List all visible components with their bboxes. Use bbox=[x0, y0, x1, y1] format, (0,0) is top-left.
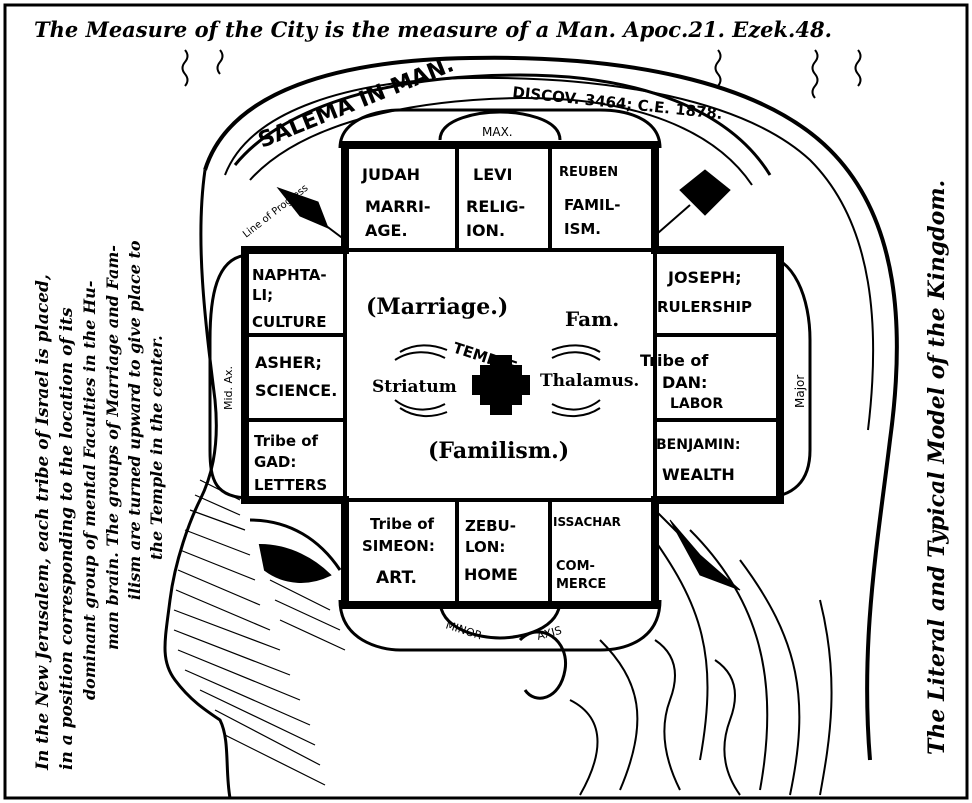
issachar-name: ISSACHAR bbox=[553, 515, 621, 529]
temple-core-icon bbox=[472, 355, 530, 415]
dan-name: DAN: bbox=[662, 373, 707, 392]
asher-faculty: SCIENCE. bbox=[255, 381, 337, 400]
axis-max-label: MAX. bbox=[482, 125, 513, 139]
simeon-prefix: Tribe of bbox=[370, 515, 435, 533]
head-profile bbox=[163, 55, 899, 799]
axis-mid-label: Mid. Ax. bbox=[222, 366, 235, 410]
left-caption-line-5: ilism are turned upward to give place to bbox=[125, 240, 144, 600]
simeon-name: SIMEON: bbox=[362, 537, 435, 555]
tribe-cell-simeon: Tribe of SIMEON: ART. bbox=[362, 515, 435, 588]
left-caption-line-2: in a position corresponding to the locat… bbox=[57, 307, 77, 770]
reuben-faculty-2: ISM. bbox=[564, 220, 601, 238]
arch-citation: DISCOV. 3464; C.E. 1878. bbox=[512, 83, 724, 123]
center-thalamus-label: Thalamus. bbox=[540, 371, 639, 391]
tribe-cell-joseph: JOSEPH; RULERSHIP bbox=[657, 268, 752, 316]
reuben-faculty-1: FAMIL- bbox=[564, 196, 620, 214]
judah-faculty-2: AGE. bbox=[365, 221, 408, 240]
center-marriage-label: (Marriage.) bbox=[366, 294, 508, 320]
center-familism-label: (Familism.) bbox=[428, 438, 569, 464]
dan-faculty: LABOR bbox=[670, 396, 723, 412]
right-caption: The Literal and Typical Model of the Kin… bbox=[924, 180, 950, 755]
naphtali-name-2: LI; bbox=[252, 286, 273, 304]
benjamin-faculty: WEALTH bbox=[662, 465, 735, 484]
left-caption-line-6: the Temple in the center. bbox=[147, 335, 166, 560]
levi-faculty-1: RELIG- bbox=[466, 197, 525, 216]
reuben-name: REUBEN bbox=[559, 165, 618, 180]
zebulon-name-1: ZEBU- bbox=[465, 517, 516, 535]
tribe-cell-benjamin: BENJAMIN: WEALTH bbox=[656, 437, 740, 484]
gad-faculty: LETTERS bbox=[254, 476, 327, 494]
naphtali-name-1: NAPHTA- bbox=[252, 266, 327, 284]
direction-arrows bbox=[276, 169, 741, 591]
levi-faculty-2: ION. bbox=[466, 221, 505, 240]
zebulon-faculty: HOME bbox=[464, 565, 518, 584]
tribe-cell-naphtali: NAPHTA- LI; CULTURE bbox=[252, 266, 327, 331]
left-caption-line-3: dominant group of mental Faculties in th… bbox=[80, 281, 99, 700]
axis-axis-label: AXIS bbox=[535, 624, 563, 643]
tribe-cell-issachar: ISSACHAR COM- MERCE bbox=[553, 515, 621, 592]
tribe-cell-gad: Tribe of GAD: LETTERS bbox=[254, 432, 327, 494]
tribe-cell-dan: Tribe of DAN: LABOR bbox=[640, 351, 723, 412]
zebulon-name-2: LON: bbox=[465, 538, 505, 556]
issachar-faculty-2: MERCE bbox=[556, 577, 606, 592]
center-striatum-label: Striatum bbox=[372, 377, 457, 397]
tribe-cell-zebulon: ZEBU- LON: HOME bbox=[464, 517, 518, 584]
temple-curves bbox=[394, 344, 601, 418]
axis-major-label: Major bbox=[793, 375, 807, 408]
tribe-cell-levi: LEVI RELIG- ION. bbox=[466, 165, 525, 240]
tribe-cell-asher: ASHER; SCIENCE. bbox=[255, 353, 337, 400]
dan-prefix: Tribe of bbox=[640, 351, 709, 370]
tribe-cell-judah: JUDAH MARRI- AGE. bbox=[361, 165, 431, 240]
left-caption-line-1: In the New Jerusalem, each tribe of Isra… bbox=[33, 274, 53, 771]
judah-name: JUDAH bbox=[361, 165, 420, 184]
gad-name: GAD: bbox=[254, 453, 296, 471]
left-caption-line-4: man brain. The groups of Marriage and Fa… bbox=[103, 245, 122, 650]
header-motto: The Measure of the City is the measure o… bbox=[34, 17, 832, 42]
joseph-name: JOSEPH; bbox=[667, 268, 742, 287]
issachar-faculty-1: COM- bbox=[556, 559, 595, 574]
joseph-faculty: RULERSHIP bbox=[657, 298, 752, 316]
left-caption: In the New Jerusalem, each tribe of Isra… bbox=[33, 240, 166, 771]
levi-name: LEVI bbox=[473, 165, 512, 184]
naphtali-faculty: CULTURE bbox=[252, 313, 326, 331]
brain-lobes bbox=[208, 108, 812, 652]
benjamin-name: BENJAMIN: bbox=[656, 437, 740, 453]
cell-dividers bbox=[245, 145, 780, 605]
tribe-cell-reuben: REUBEN FAMIL- ISM. bbox=[559, 165, 620, 238]
judah-faculty-1: MARRI- bbox=[365, 197, 431, 216]
simeon-faculty: ART. bbox=[376, 568, 417, 588]
face-hatching bbox=[173, 479, 346, 786]
crown-arch bbox=[233, 73, 772, 186]
gad-prefix: Tribe of bbox=[254, 432, 319, 450]
outer-frame bbox=[3, 3, 969, 800]
temple-center: (Marriage.) Fam. TEMPLE. Striatum Thalam… bbox=[366, 294, 639, 464]
axis-minor-label: MINOR bbox=[444, 618, 484, 642]
asher-name: ASHER; bbox=[255, 353, 322, 372]
center-fam-label: Fam. bbox=[565, 307, 619, 331]
decorative-squiggles bbox=[181, 49, 862, 99]
